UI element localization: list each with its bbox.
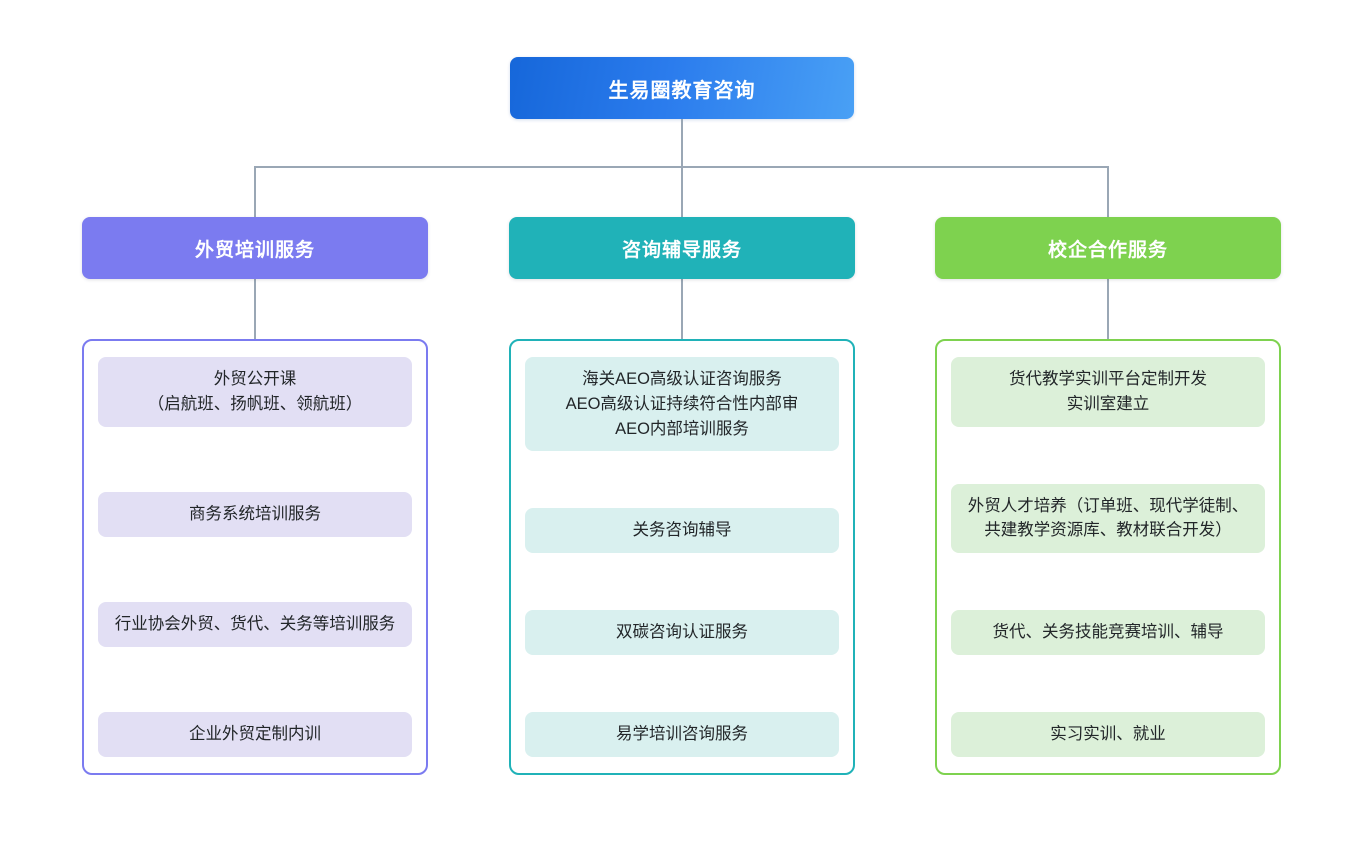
column-header-2[interactable]: 校企合作服务 <box>935 217 1281 279</box>
column-body-0: 外贸公开课 （启航班、扬帆班、领航班） 商务系统培训服务 行业协会外贸、货代、关… <box>82 339 428 775</box>
list-item[interactable]: 行业协会外贸、货代、关务等培训服务 <box>98 602 412 647</box>
list-item[interactable]: 外贸公开课 （启航班、扬帆班、领航班） <box>98 357 412 427</box>
column-body-1: 海关AEO高级认证咨询服务 AEO高级认证持续符合性内部审 AEO内部培训服务 … <box>509 339 855 775</box>
list-item[interactable]: 关务咨询辅导 <box>525 508 839 554</box>
connector-header-body-col-2 <box>1107 279 1109 340</box>
list-item[interactable]: 易学培训咨询服务 <box>525 712 839 757</box>
connector-header-body-col-1 <box>681 279 683 340</box>
list-item[interactable]: 企业外贸定制内训 <box>98 712 412 757</box>
column-header-label-1: 咨询辅导服务 <box>621 239 742 261</box>
list-item[interactable]: 双碳咨询认证服务 <box>525 610 839 656</box>
list-item[interactable]: 外贸人才培养（订单班、现代学徒制、共建教学资源库、教材联合开发） <box>951 483 1265 554</box>
connector-drop-col-0 <box>254 166 256 218</box>
column-header-0[interactable]: 外贸培训服务 <box>82 217 428 279</box>
column-header-label-2: 校企合作服务 <box>1047 239 1168 261</box>
connector-header-body-col-0 <box>254 279 256 340</box>
branch-column-school-enterprise-cooperation: 校企合作服务 货代教学实训平台定制开发 实训室建立 外贸人才培养（订单班、现代学… <box>935 217 1281 775</box>
list-item[interactable]: 商务系统培训服务 <box>98 491 412 537</box>
list-item[interactable]: 实习实训、就业 <box>951 712 1265 757</box>
list-item[interactable]: 货代、关务技能竞赛培训、辅导 <box>951 610 1265 656</box>
column-header-label-0: 外贸培训服务 <box>194 239 315 261</box>
root-node-label: 生易圈教育咨询 <box>608 79 756 102</box>
connector-drop-col-2 <box>1107 166 1109 218</box>
list-item[interactable]: 海关AEO高级认证咨询服务 AEO高级认证持续符合性内部审 AEO内部培训服务 <box>525 357 839 452</box>
connector-drop-col-1 <box>681 166 683 218</box>
root-node[interactable]: 生易圈教育咨询 <box>510 57 854 119</box>
branch-column-foreign-trade-training: 外贸培训服务 外贸公开课 （启航班、扬帆班、领航班） 商务系统培训服务 行业协会… <box>82 217 428 775</box>
column-header-1[interactable]: 咨询辅导服务 <box>509 217 855 279</box>
connector-root-stem <box>681 119 683 167</box>
branch-column-consulting-services: 咨询辅导服务 海关AEO高级认证咨询服务 AEO高级认证持续符合性内部审 AEO… <box>509 217 855 775</box>
list-item[interactable]: 货代教学实训平台定制开发 实训室建立 <box>951 357 1265 427</box>
column-body-2: 货代教学实训平台定制开发 实训室建立 外贸人才培养（订单班、现代学徒制、共建教学… <box>935 339 1281 775</box>
